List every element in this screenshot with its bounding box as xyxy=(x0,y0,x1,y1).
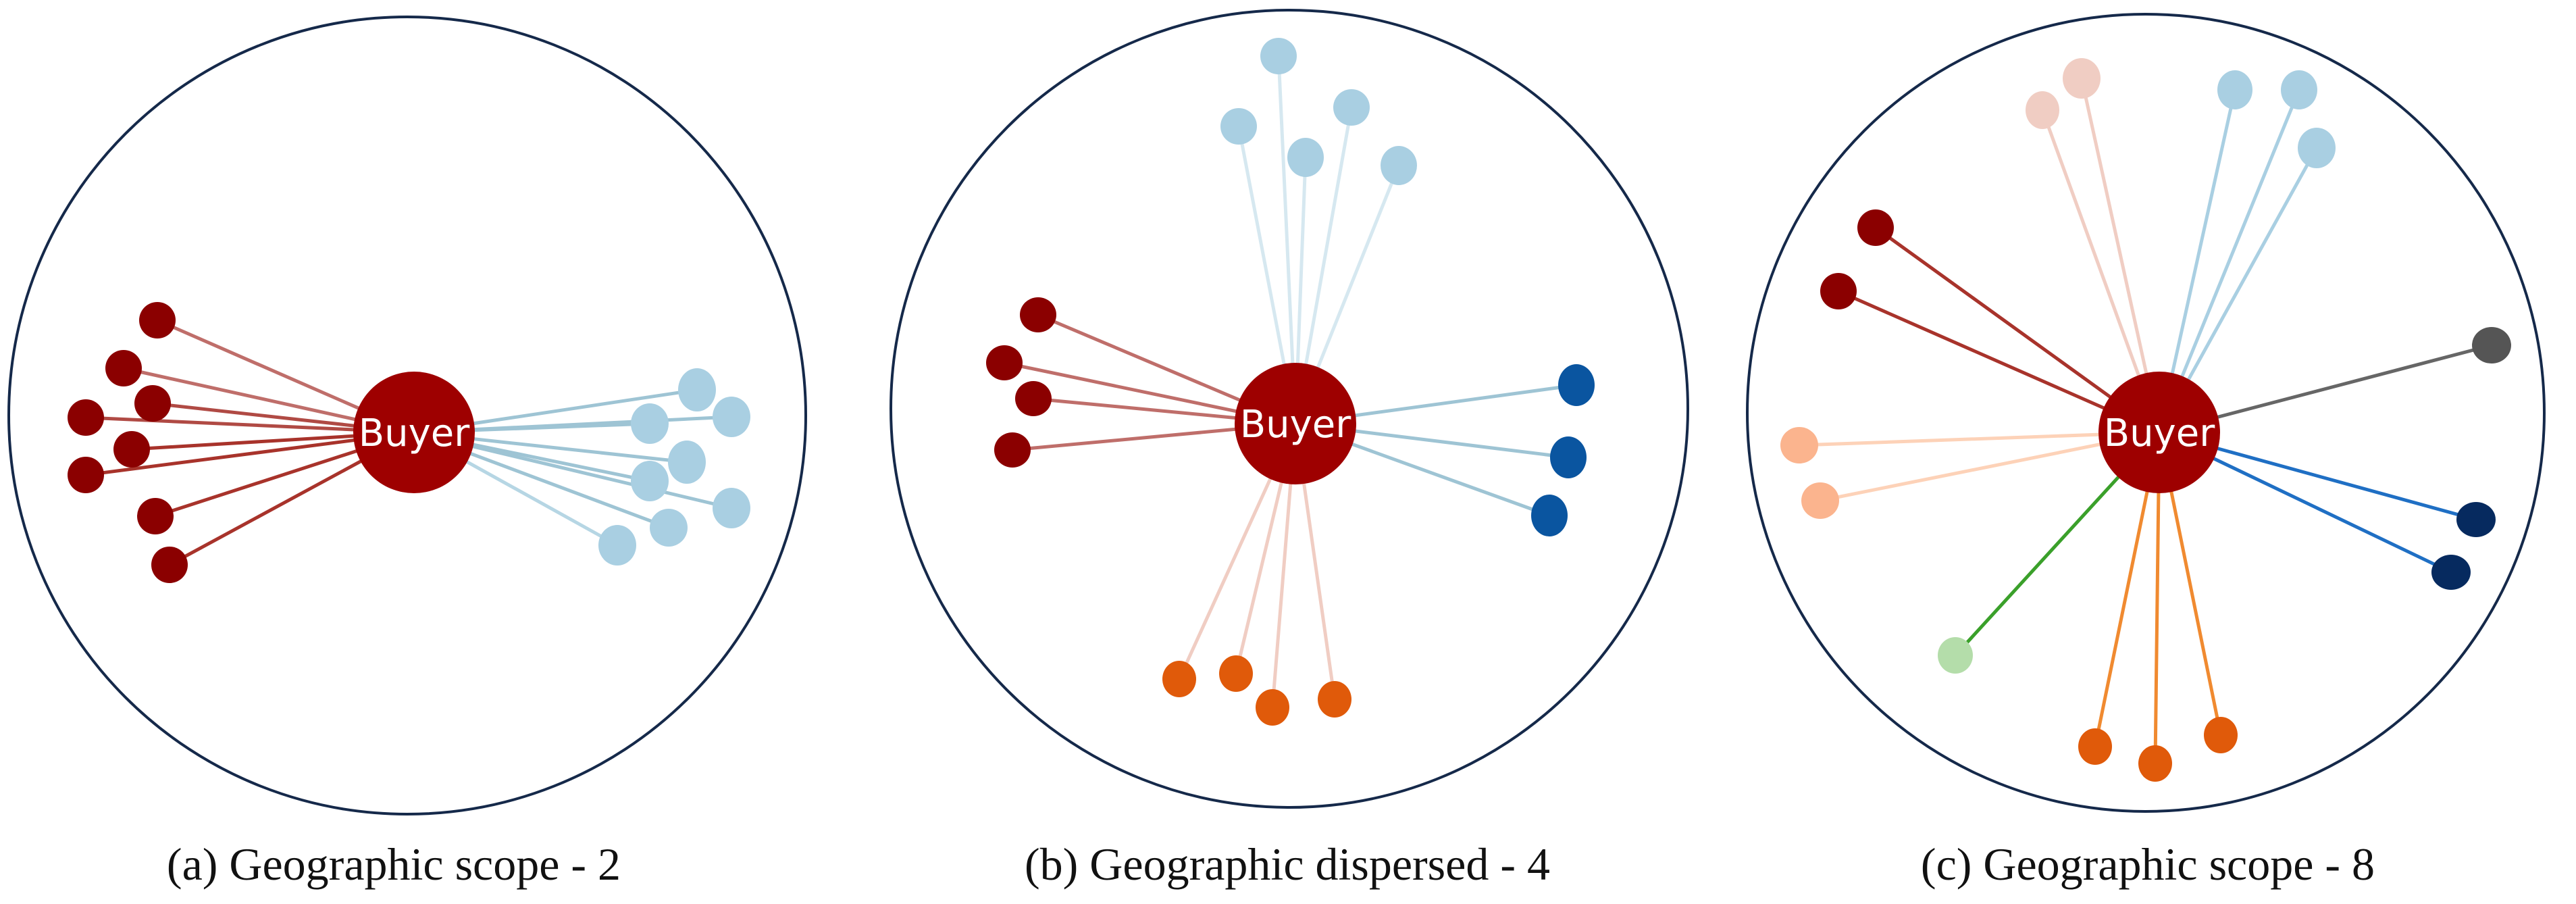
buyer-node[interactable] xyxy=(1235,363,1356,484)
supplier-node[interactable] xyxy=(1820,273,1857,309)
supplier-node[interactable] xyxy=(713,488,750,528)
supplier-node[interactable] xyxy=(1381,146,1417,185)
supplier-node[interactable] xyxy=(2204,717,2238,753)
supplier-node[interactable] xyxy=(1220,108,1257,145)
supplier-node[interactable] xyxy=(1162,661,1196,697)
buyer-node[interactable] xyxy=(353,372,475,493)
buyer-label: Buyer xyxy=(1240,403,1352,447)
panel-b-nodes xyxy=(986,38,1595,726)
buyer-node[interactable] xyxy=(2098,372,2220,493)
panel-c-caption: (c) Geographic scope - 8 xyxy=(1921,838,2375,890)
supplier-node[interactable] xyxy=(986,345,1023,380)
supplier-node[interactable] xyxy=(2456,502,2496,537)
supplier-node[interactable] xyxy=(713,397,750,437)
supplier-node[interactable] xyxy=(668,441,706,484)
supplier-node[interactable] xyxy=(598,525,636,566)
supplier-node[interactable] xyxy=(2026,91,2059,129)
panel-a-hub[interactable]: Buyer xyxy=(353,372,475,493)
panel-b-frame xyxy=(890,9,1689,809)
supplier-node[interactable] xyxy=(1219,655,1253,692)
supplier-node[interactable] xyxy=(68,457,104,493)
supplier-node[interactable] xyxy=(1015,381,1052,416)
supplier-node[interactable] xyxy=(1801,482,1839,519)
supplier-node[interactable] xyxy=(1256,689,1289,726)
supplier-node[interactable] xyxy=(139,302,176,338)
panel-a-nodes xyxy=(68,302,750,583)
supplier-node[interactable] xyxy=(1550,436,1587,478)
panel-b-hub[interactable]: Buyer xyxy=(1235,363,1356,484)
supplier-node[interactable] xyxy=(2217,70,2252,109)
panel-c-hub[interactable]: Buyer xyxy=(2098,372,2220,493)
supplier-node[interactable] xyxy=(68,399,104,436)
supplier-node[interactable] xyxy=(134,385,171,422)
supplier-node[interactable] xyxy=(2472,327,2511,363)
panel-b-caption: (b) Geographic dispersed - 4 xyxy=(1025,838,1550,890)
supplier-node[interactable] xyxy=(151,547,188,583)
supplier-node[interactable] xyxy=(1558,364,1595,406)
supplier-node[interactable] xyxy=(678,368,716,411)
supplier-node[interactable] xyxy=(137,498,174,534)
supplier-node[interactable] xyxy=(1938,637,1973,674)
supplier-node[interactable] xyxy=(2138,745,2172,782)
supplier-node[interactable] xyxy=(2063,58,2101,99)
supplier-node[interactable] xyxy=(631,403,669,444)
supplier-node[interactable] xyxy=(1531,495,1568,536)
buyer-label: Buyer xyxy=(2104,411,2216,455)
panel-a: Buyer (a) Geographic scope - 2 xyxy=(7,16,807,890)
supplier-node[interactable] xyxy=(2078,728,2112,765)
supplier-node[interactable] xyxy=(631,461,669,501)
panel-b: Buyer (b) Geographic dispersed - 4 xyxy=(890,9,1689,890)
supplier-node[interactable] xyxy=(2281,70,2317,109)
panel-a-caption: (a) Geographic scope - 2 xyxy=(167,838,621,890)
panel-a-frame xyxy=(7,16,807,815)
panel-c-nodes xyxy=(1780,58,2511,782)
supplier-node[interactable] xyxy=(113,431,150,468)
supplier-node[interactable] xyxy=(1857,209,1894,246)
supplier-node[interactable] xyxy=(1780,427,1818,463)
supplier-node[interactable] xyxy=(2298,128,2336,168)
edge xyxy=(2157,89,2301,433)
buyer-label: Buyer xyxy=(359,411,471,455)
supplier-node[interactable] xyxy=(2431,555,2471,590)
supplier-node[interactable] xyxy=(1020,297,1056,332)
supplier-node[interactable] xyxy=(994,432,1031,468)
panel-c: Buyer (c) Geographic scope - 8 xyxy=(1746,13,2546,890)
supplier-node[interactable] xyxy=(1333,89,1370,126)
supplier-node[interactable] xyxy=(1260,38,1297,74)
supplier-node[interactable] xyxy=(105,350,142,386)
panel-c-frame xyxy=(1746,13,2546,813)
supplier-node[interactable] xyxy=(1318,681,1351,718)
supplier-node[interactable] xyxy=(650,509,688,547)
supplier-node[interactable] xyxy=(1287,138,1324,177)
edge xyxy=(1277,55,1297,424)
